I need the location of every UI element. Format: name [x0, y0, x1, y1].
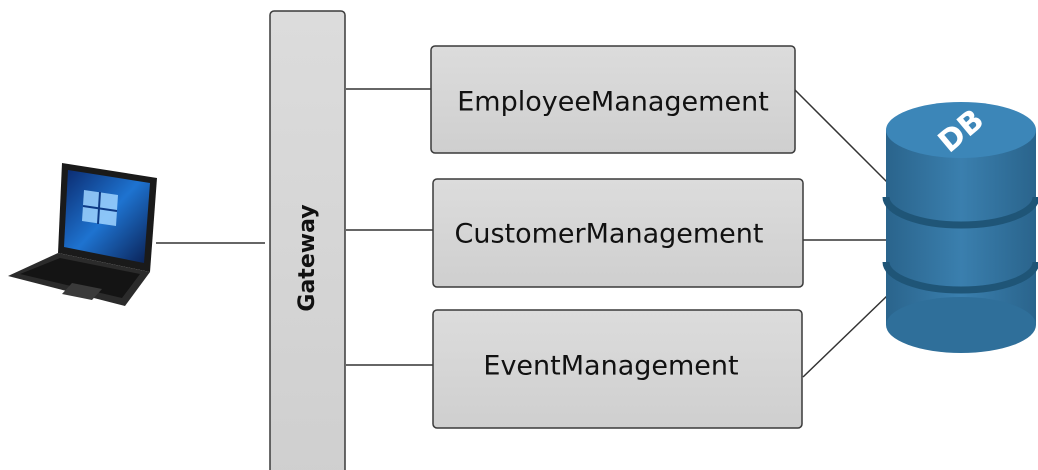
service-label: EmployeeManagement	[457, 87, 769, 118]
database-top	[886, 102, 1036, 158]
service-customer-management: CustomerManagement	[432, 178, 804, 288]
employee-db-line	[794, 89, 891, 186]
event-db-line	[802, 294, 889, 378]
laptop-icon	[8, 163, 157, 306]
service-label: EventManagement	[483, 351, 738, 382]
service-employee-management: EmployeeManagement	[430, 45, 796, 154]
service-label: CustomerManagement	[454, 219, 763, 250]
connector-lines	[156, 88, 891, 378]
database-cylinder-icon: DB	[882, 102, 1038, 353]
gateway-label: Gateway	[295, 204, 320, 311]
gateway-bar: Gateway	[269, 10, 346, 470]
service-event-management: EventManagement	[432, 309, 803, 429]
laptop-keyboard	[20, 258, 140, 298]
laptop-touchpad	[62, 283, 102, 300]
